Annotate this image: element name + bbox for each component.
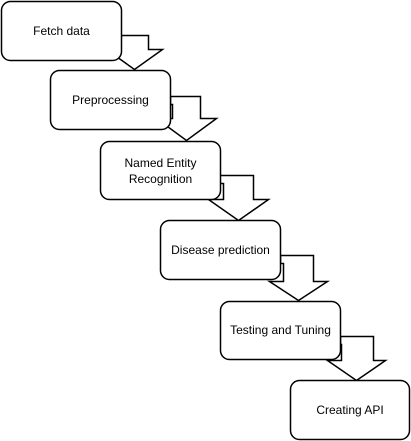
step-label: Testing and Tuning — [230, 323, 331, 337]
step-box-fetch-data: Fetch data — [0, 0, 123, 62]
arrow-ner-to-disease — [206, 174, 271, 222]
arrow-preprocessing-to-ner — [154, 95, 219, 142]
step-label: Creating API — [316, 403, 383, 417]
step-label: Fetch data — [33, 24, 90, 38]
arrow-disease-to-testing — [266, 254, 331, 302]
step-box-testing-and-tuning: Testing and Tuning — [219, 300, 342, 361]
step-box-named-entity-recognition: Named Entity Recognition — [99, 140, 222, 201]
step-label: Preprocessing — [72, 93, 149, 107]
step-label: Disease prediction — [171, 243, 270, 257]
step-box-preprocessing: Preprocessing — [49, 69, 172, 131]
step-box-disease-prediction: Disease prediction — [159, 219, 282, 281]
step-label-line-2: Recognition — [129, 172, 192, 186]
step-box-creating-api: Creating API — [289, 379, 411, 441]
step-label-line-1: Named Entity — [124, 156, 196, 170]
